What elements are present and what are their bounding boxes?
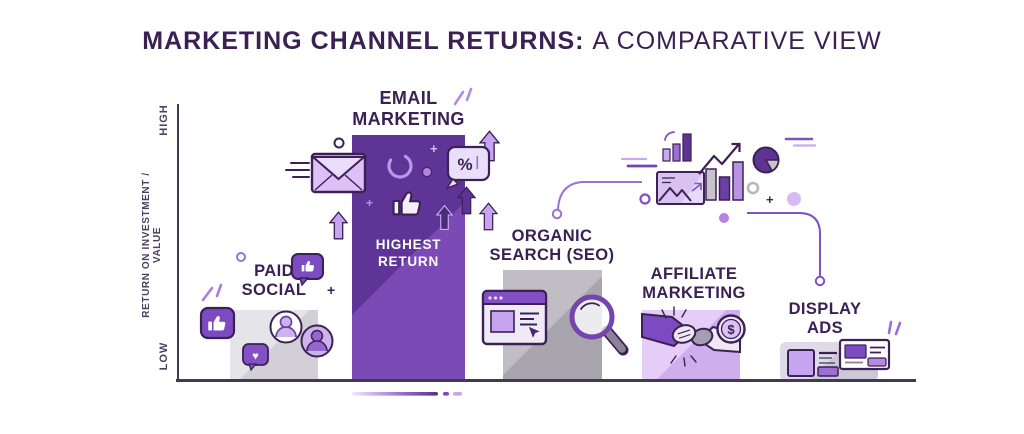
bar-paid-social bbox=[230, 310, 318, 381]
gradient-underline bbox=[352, 392, 462, 396]
arrow-up-icon bbox=[329, 211, 348, 240]
plus-mark: + bbox=[766, 192, 774, 207]
dot-circle bbox=[639, 193, 651, 205]
connector-dot bbox=[814, 275, 826, 287]
y-axis-tick-high: HIGH bbox=[158, 104, 170, 136]
y-axis-title: RETURN ON INVESTMENT / VALUE bbox=[141, 172, 163, 318]
connector-line-left bbox=[557, 181, 642, 211]
x-axis-line bbox=[176, 379, 916, 382]
bar-chart-trend-icon bbox=[698, 142, 744, 201]
dot-circle bbox=[746, 181, 760, 195]
y-axis-line bbox=[177, 104, 180, 381]
bar-affiliate-marketing bbox=[642, 310, 740, 381]
page-title: MARKETING CHANNEL RETURNS: A COMPARATIVE… bbox=[0, 27, 1024, 56]
arrow-up-icon bbox=[479, 130, 500, 162]
sparkle-lines bbox=[887, 320, 902, 336]
connector-dot bbox=[551, 208, 563, 220]
bar-organic-search bbox=[503, 270, 602, 381]
y-axis-tick-low: LOW bbox=[158, 341, 170, 371]
bar-display-ads bbox=[780, 342, 878, 381]
title-emphasis: MARKETING CHANNEL RETURNS: bbox=[142, 27, 585, 55]
sparkle-lines bbox=[201, 283, 223, 302]
pie-chart-icon bbox=[752, 146, 780, 174]
dot-circle bbox=[719, 213, 729, 223]
title-rest: A COMPARATIVE VIEW bbox=[592, 27, 882, 55]
bar-label-organic-search: ORGANIC SEARCH (SEO) bbox=[489, 227, 615, 264]
dot-circle bbox=[787, 192, 801, 206]
drop-line-dot bbox=[236, 252, 246, 262]
bar-label-paid-social: PAID SOCIAL bbox=[241, 262, 307, 299]
plus-mark: + bbox=[327, 282, 335, 298]
dot-circle bbox=[333, 137, 345, 149]
image-card-icon bbox=[656, 171, 705, 205]
mini-bar-chart-icon bbox=[662, 131, 692, 162]
bar-label-email-marketing: EMAIL MARKETING bbox=[352, 88, 465, 129]
arrow-up-icon bbox=[479, 202, 498, 231]
bar-label-display-ads: DISPLAY ADS bbox=[788, 300, 862, 337]
connector-line-right bbox=[747, 212, 821, 277]
speed-lines-icon bbox=[285, 162, 310, 178]
analytics-cluster-decorations: + bbox=[656, 131, 817, 223]
highest-return-annotation: HIGHEST RETURN bbox=[375, 237, 442, 269]
bar-label-affiliate-marketing: AFFILIATE MARKETING bbox=[642, 265, 746, 302]
